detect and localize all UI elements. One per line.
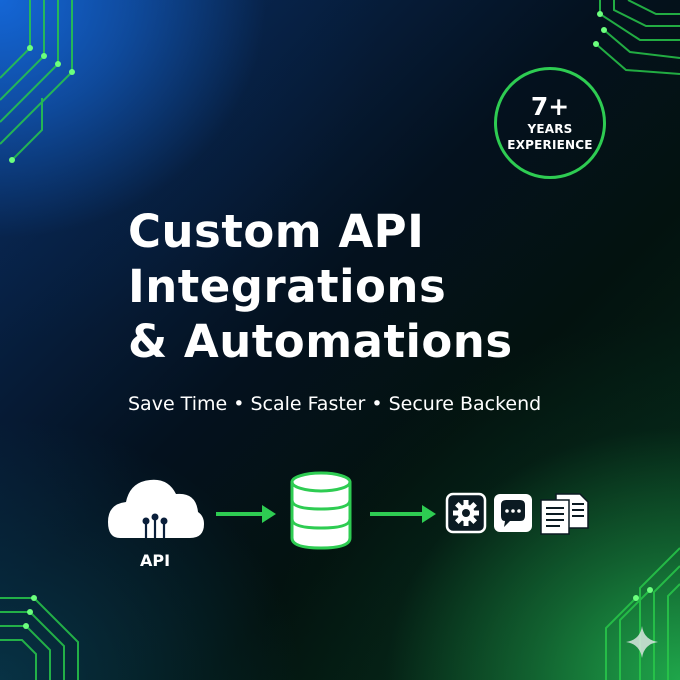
headline-line2: Integrations — [128, 260, 447, 313]
chat-icon — [494, 494, 532, 532]
cloud-icon — [108, 479, 204, 538]
database-icon — [290, 471, 352, 550]
api-label: API — [139, 551, 171, 570]
headline: Custom API Integrations & Automations — [128, 204, 513, 369]
gear-icon — [445, 492, 487, 534]
badge-line2: EXPERIENCE — [507, 138, 593, 152]
headline-line1: Custom API — [128, 205, 425, 258]
badge-line1: YEARS — [527, 122, 573, 136]
experience-badge: 7+ YEARS EXPERIENCE — [494, 67, 606, 179]
arrow-icon — [216, 505, 276, 523]
documents-icon — [540, 493, 589, 535]
badge-number: 7+ — [530, 92, 570, 121]
headline-line3: & Automations — [128, 315, 513, 368]
arrow-icon — [370, 505, 436, 523]
tagline: Save Time • Scale Faster • Secure Backen… — [128, 393, 542, 415]
sparkle-icon — [626, 626, 658, 658]
